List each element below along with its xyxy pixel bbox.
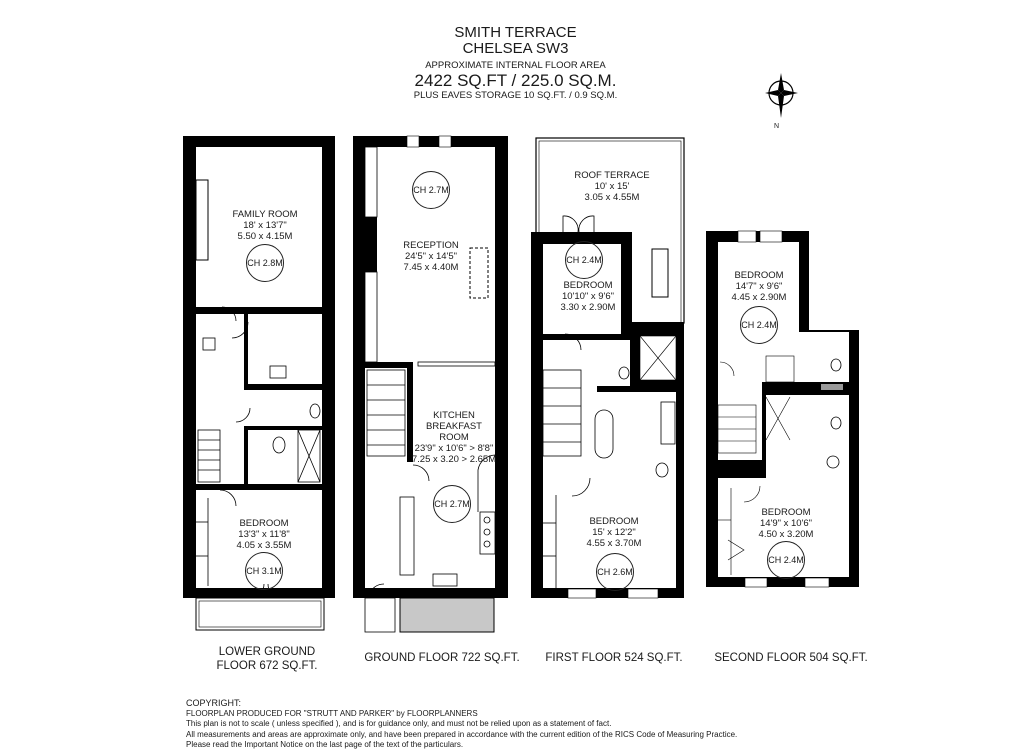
room-name: BEDROOM	[734, 270, 784, 281]
lower-ground-floor-plan	[183, 136, 335, 631]
total-area: 2422 SQ.FT / 225.0 SQ.M.	[414, 71, 617, 90]
room-name: BEDROOM	[239, 518, 289, 529]
room-metric: 4.50 x 3.20M	[758, 529, 814, 540]
room-kitchen-breakfast: KITCHEN BREAKFAST ROOM 23'9" x 10'6" > 8…	[412, 410, 496, 465]
room-bedroom-second-bottom: BEDROOM 14'9" x 10'6" 4.50 x 3.20M	[759, 507, 814, 540]
floor-label-line: FIRST FLOOR 524 SQ.FT.	[545, 652, 683, 664]
room-imperial: 10'10" x 9'6"	[561, 291, 615, 302]
ceiling-height-marker: CH 3.1M	[245, 552, 283, 590]
property-name: SMITH TERRACE	[454, 24, 577, 41]
room-family-room: FAMILY ROOM 18' x 13'7" 5.50 x 4.15M	[232, 209, 297, 242]
room-name: ROOF TERRACE	[574, 170, 650, 181]
copyright-notice: COPYRIGHT: FLOORPLAN PRODUCED FOR "STRUT…	[186, 698, 737, 751]
room-name: BEDROOM	[589, 516, 639, 527]
room-name: ROOM	[439, 432, 469, 443]
room-imperial: 18' x 13'7"	[243, 220, 287, 231]
room-metric: 7.25 x 3.20 > 2.65M	[411, 454, 497, 465]
first-floor-plan	[531, 137, 685, 599]
room-name: BEDROOM	[563, 280, 613, 291]
floor-label-line: SECOND FLOOR 504 SQ.FT.	[714, 652, 868, 664]
room-imperial: 23'9" x 10'6" > 8'8"	[414, 443, 494, 454]
floor-label-first: FIRST FLOOR 524 SQ.FT.	[545, 651, 682, 665]
floor-label-line: LOWER GROUND	[218, 646, 316, 658]
room-name: BREAKFAST	[426, 421, 482, 432]
ceiling-height-marker: CH 2.4M	[740, 306, 778, 344]
room-roof-terrace: ROOF TERRACE 10' x 15' 3.05 x 4.55M	[574, 170, 649, 203]
compass-north-label: N	[774, 123, 780, 130]
floor-label-second: SECOND FLOOR 504 SQ.FT.	[714, 651, 867, 665]
property-location: CHELSEA SW3	[462, 40, 569, 57]
room-name: BEDROOM	[761, 507, 811, 518]
room-imperial: 14'7" x 9'6"	[735, 281, 783, 292]
room-imperial: 15' x 12'2"	[592, 527, 636, 538]
copyright-line: This plan is not to scale ( unless speci…	[186, 719, 612, 728]
floor-label-line: FLOOR 672 SQ.FT.	[216, 660, 318, 672]
room-name: FAMILY ROOM	[232, 209, 298, 220]
ceiling-height-marker: CH 2.8M	[246, 244, 284, 282]
ceiling-height-marker: CH 2.4M	[565, 241, 603, 279]
area-caption: APPROXIMATE INTERNAL FLOOR AREA	[425, 60, 606, 71]
compass-rose-icon	[765, 73, 798, 118]
ceiling-height-marker: CH 2.7M	[412, 171, 450, 209]
room-bedroom-first-small: BEDROOM 10'10" x 9'6" 3.30 x 2.90M	[561, 280, 616, 313]
floor-label-lower-ground: LOWER GROUND FLOOR 672 SQ.FT.	[217, 645, 318, 673]
room-bedroom-second-top: BEDROOM 14'7" x 9'6" 4.45 x 2.90M	[732, 270, 787, 303]
room-bedroom-lower: BEDROOM 13'3" x 11'8" 4.05 x 3.55M	[237, 518, 292, 551]
room-metric: 4.45 x 2.90M	[731, 292, 787, 303]
room-metric: 3.05 x 4.55M	[584, 192, 640, 203]
room-name: KITCHEN	[433, 410, 475, 421]
room-metric: 5.50 x 4.15M	[237, 231, 293, 242]
room-bedroom-first-large: BEDROOM 15' x 12'2" 4.55 x 3.70M	[587, 516, 642, 549]
room-imperial: 13'3" x 11'8"	[238, 529, 290, 540]
room-metric: 7.45 x 4.40M	[403, 262, 459, 273]
room-metric: 3.30 x 2.90M	[560, 302, 616, 313]
room-imperial: 14'9" x 10'6"	[759, 518, 813, 529]
ceiling-height-marker: CH 2.4M	[767, 541, 805, 579]
ceiling-height-marker: CH 2.7M	[433, 485, 471, 523]
ceiling-height-marker: CH 2.6M	[596, 553, 634, 591]
copyright-line: FLOORPLAN PRODUCED FOR "STRUTT AND PARKE…	[186, 708, 478, 718]
room-reception: RECEPTION 24'5" x 14'5" 7.45 x 4.40M	[403, 240, 458, 273]
copyright-line: Please read the Important Notice on the …	[186, 740, 464, 749]
room-name: RECEPTION	[403, 240, 459, 251]
copyright-heading: COPYRIGHT:	[186, 698, 242, 708]
floor-label-line: GROUND FLOOR 722 SQ.FT.	[364, 652, 520, 664]
eaves-storage: PLUS EAVES STORAGE 10 SQ.FT. / 0.9 SQ.M.	[413, 90, 618, 101]
room-metric: 4.55 x 3.70M	[586, 538, 642, 549]
ground-floor-plan	[353, 135, 508, 633]
room-imperial: 24'5" x 14'5"	[404, 251, 458, 262]
room-metric: 4.05 x 3.55M	[236, 540, 292, 551]
copyright-line: All measurements and areas are approxima…	[186, 729, 738, 739]
floor-label-ground: GROUND FLOOR 722 SQ.FT.	[364, 651, 519, 665]
room-imperial: 10' x 15'	[594, 181, 630, 192]
